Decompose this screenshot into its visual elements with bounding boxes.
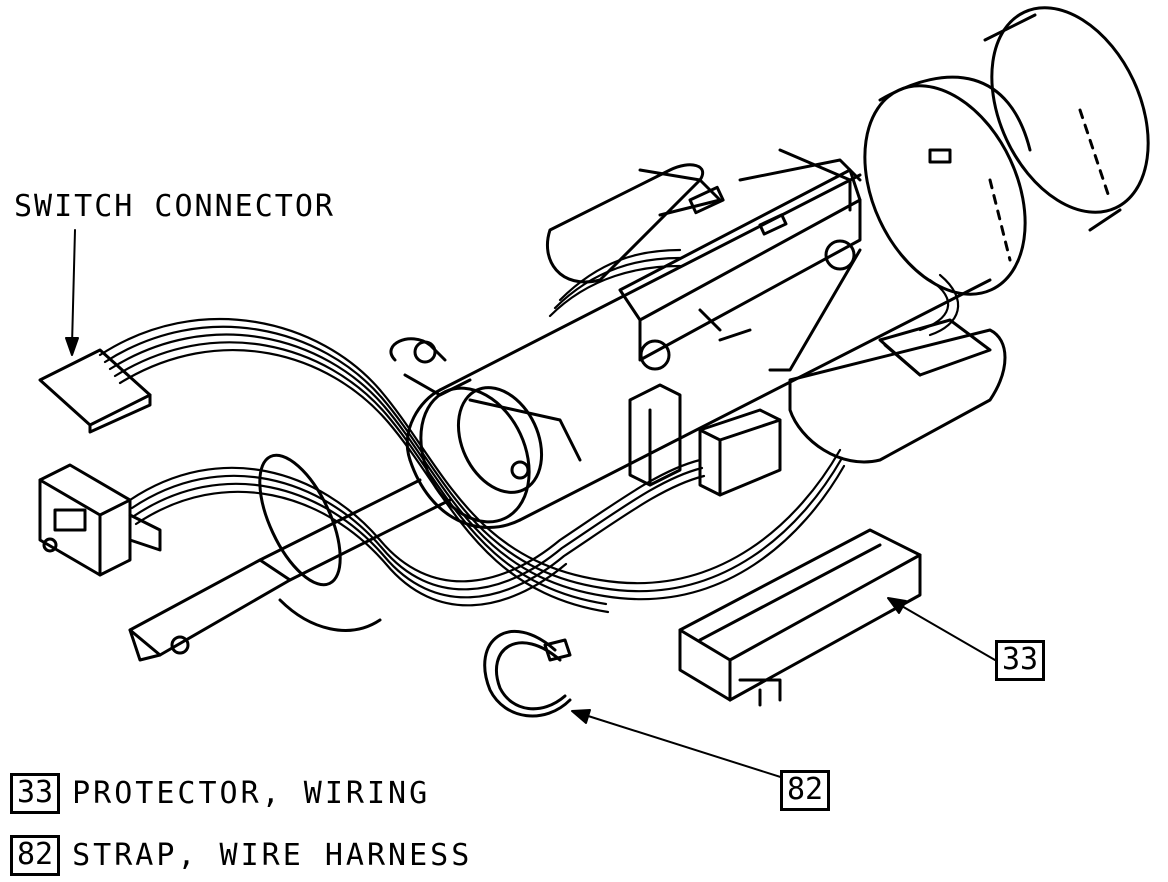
wiring-protector-icon	[678, 528, 922, 707]
callout-82: 82	[780, 770, 831, 811]
wire-harness-strap-icon	[483, 630, 572, 718]
legend-text-82: STRAP, WIRE HARNESS	[72, 837, 473, 873]
leader-lines	[65, 229, 996, 781]
legend-number-82: 82	[10, 835, 61, 876]
legend-item-82: 82 STRAP, WIRE HARNESS	[10, 835, 472, 876]
legend-text-33: PROTECTOR, WIRING	[72, 775, 431, 811]
callout-33: 33	[995, 640, 1046, 681]
column-end-housing-icon	[863, 6, 1150, 296]
harness-connector-icon	[38, 463, 162, 577]
switch-connector-flat-icon	[38, 348, 152, 434]
legend-item-33: 33 PROTECTOR, WIRING	[10, 773, 430, 814]
ribbon-cable-icon	[98, 248, 960, 614]
column-right-arm-icon	[788, 318, 1007, 464]
column-body-icon	[389, 173, 992, 529]
legend-number-33: 33	[10, 773, 61, 814]
switch-module-icon	[628, 383, 782, 497]
switch-bracket-icon	[545, 148, 862, 372]
switch-connector-label: SWITCH CONNECTOR	[14, 189, 335, 224]
